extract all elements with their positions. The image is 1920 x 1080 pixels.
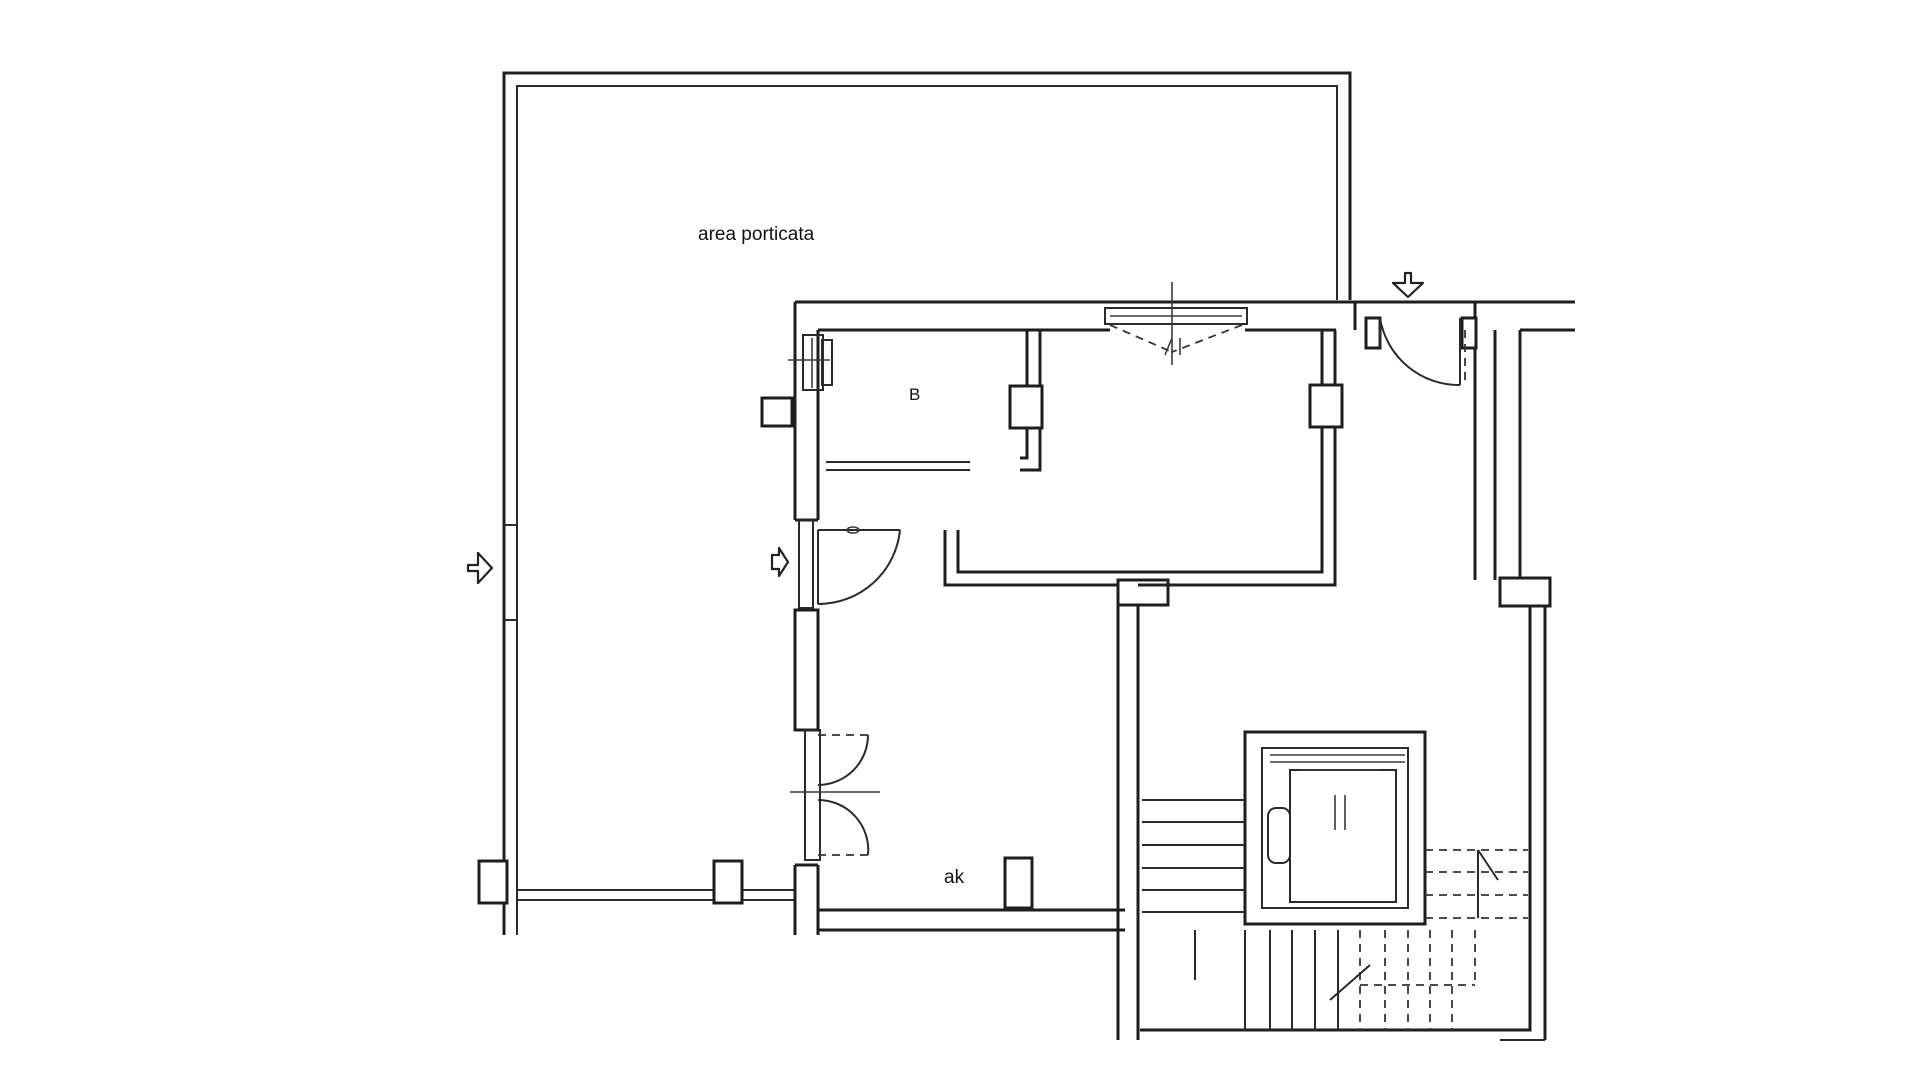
entry-jamb (1364, 316, 1382, 350)
ak-pillar (1003, 856, 1034, 910)
entry-jamb (1460, 316, 1478, 350)
partition-pillar (1008, 384, 1044, 430)
right-pillar (1308, 383, 1344, 429)
windows (788, 282, 1248, 391)
room-label-b: B (909, 385, 920, 404)
entrance-arrow-side (770, 546, 790, 578)
left-window-jamb (760, 396, 794, 428)
doors (790, 317, 1466, 861)
left-wall-segment (793, 608, 820, 732)
room-label-ak: ak (944, 867, 965, 888)
porch-pillar (477, 859, 509, 905)
stairwell (1142, 730, 1545, 1041)
entrance-arrow-left (466, 551, 494, 585)
stair-pillar (1116, 578, 1170, 607)
stair-right-pillar (1498, 576, 1552, 608)
apartment-walls (760, 300, 1575, 1040)
porch-outline (477, 71, 1352, 935)
entrance-arrow-top (1391, 271, 1425, 299)
porch-label: area porticata (698, 224, 815, 245)
porch-pillar (712, 859, 744, 905)
